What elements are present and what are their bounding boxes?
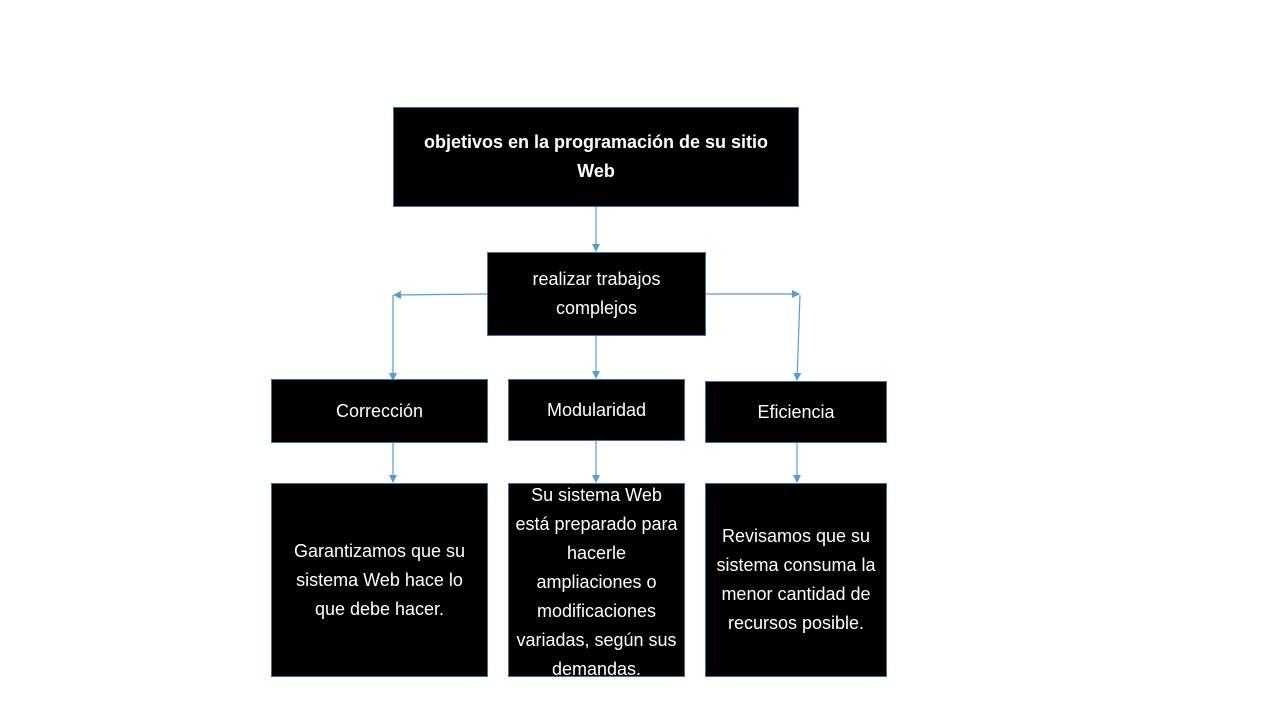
node-modularidad: Modularidad [508, 379, 685, 441]
desc-correccion: Garantizamos que su sistema Web hace lo … [271, 483, 488, 677]
node-correccion: Corrección [271, 379, 488, 443]
modularidad-description: Su sistema Web está preparado para hacer… [515, 485, 678, 679]
root-label: objetivos en la programación de su sitio… [423, 132, 769, 181]
arrow-level1-left [393, 290, 488, 299]
node-eficiencia: Eficiencia [705, 381, 887, 443]
eficiencia-description: Revisamos que su sistema consuma la meno… [716, 526, 876, 633]
desc-modularidad: Su sistema Web está preparado para hacer… [508, 483, 685, 679]
modularidad-title: Modularidad [546, 399, 647, 420]
eficiencia-title: Eficiencia [757, 401, 835, 422]
level1-node: realizar trabajos complejos [487, 252, 706, 336]
correccion-title: Corrección [335, 400, 424, 421]
desc-eficiencia: Revisamos que su sistema consuma la meno… [705, 483, 887, 677]
root-node: objetivos en la programación de su sitio… [393, 107, 799, 207]
correccion-description: Garantizamos que su sistema Web hace lo … [293, 540, 466, 619]
arrow-right-down [793, 294, 802, 381]
level1-label: realizar trabajos complejos [532, 269, 661, 318]
